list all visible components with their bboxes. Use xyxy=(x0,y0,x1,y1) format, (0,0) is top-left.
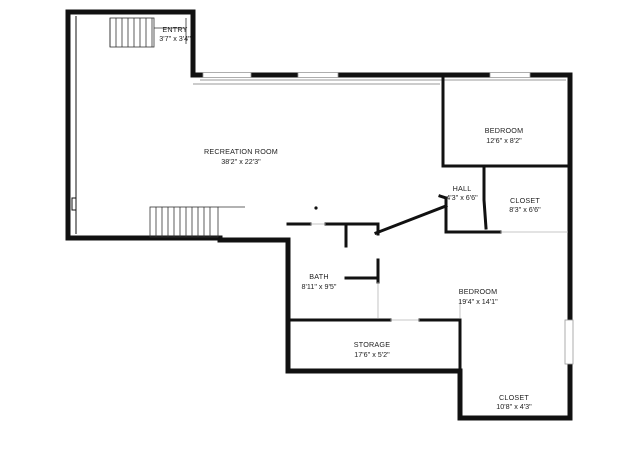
room-bedroom-lower-name: BEDROOM xyxy=(459,287,498,296)
room-bath-dims: 8'11" x 9'5" xyxy=(302,282,337,291)
room-bath: BATH 8'11" x 9'5" xyxy=(302,272,337,291)
room-bedroom-lower-dims: 19'4" x 14'1" xyxy=(458,297,498,306)
room-recreation-dims: 38'2" x 22'3" xyxy=(221,157,261,166)
room-storage-dims: 17'6" x 5'2" xyxy=(354,350,390,359)
room-hall-dims: 4'3" x 6'6" xyxy=(446,193,478,202)
room-closet-lower-dims: 10'8" x 4'3" xyxy=(496,402,532,411)
room-bedroom-upper-dims: 12'6" x 8'2" xyxy=(486,136,522,145)
room-storage-name: STORAGE xyxy=(354,340,390,349)
room-bedroom-lower: BEDROOM 19'4" x 14'1" xyxy=(458,287,498,306)
room-entry: ENTRY 3'7" x 3'4" xyxy=(159,25,191,43)
room-closet-upper: CLOSET 8'3" x 6'6" xyxy=(509,196,541,214)
recreation-stairs xyxy=(149,206,245,238)
room-closet-lower: CLOSET 10'8" x 4'3" xyxy=(496,393,532,411)
room-recreation: RECREATION ROOM 38'2" x 22'3" xyxy=(204,147,278,166)
window-gaps xyxy=(202,72,574,365)
room-entry-dims: 3'7" x 3'4" xyxy=(159,34,191,43)
room-entry-name: ENTRY xyxy=(162,25,187,34)
room-bedroom-upper: BEDROOM 12'6" x 8'2" xyxy=(485,126,524,145)
post-marker xyxy=(314,206,318,210)
thin-details xyxy=(310,223,568,321)
room-closet-lower-name: CLOSET xyxy=(499,393,529,402)
entry-stairs xyxy=(109,17,187,48)
room-closet-upper-name: CLOSET xyxy=(510,196,540,205)
interior-walls xyxy=(286,76,570,373)
top-windows xyxy=(193,79,566,85)
room-storage: STORAGE 17'6" x 5'2" xyxy=(354,340,390,359)
room-hall-name: HALL xyxy=(453,184,472,193)
room-bedroom-upper-name: BEDROOM xyxy=(485,126,524,135)
room-recreation-name: RECREATION ROOM xyxy=(204,147,278,156)
room-bath-name: BATH xyxy=(309,272,328,281)
room-closet-upper-dims: 8'3" x 6'6" xyxy=(509,205,541,214)
left-wall-details xyxy=(71,16,77,234)
room-hall: HALL 4'3" x 6'6" xyxy=(446,184,478,202)
